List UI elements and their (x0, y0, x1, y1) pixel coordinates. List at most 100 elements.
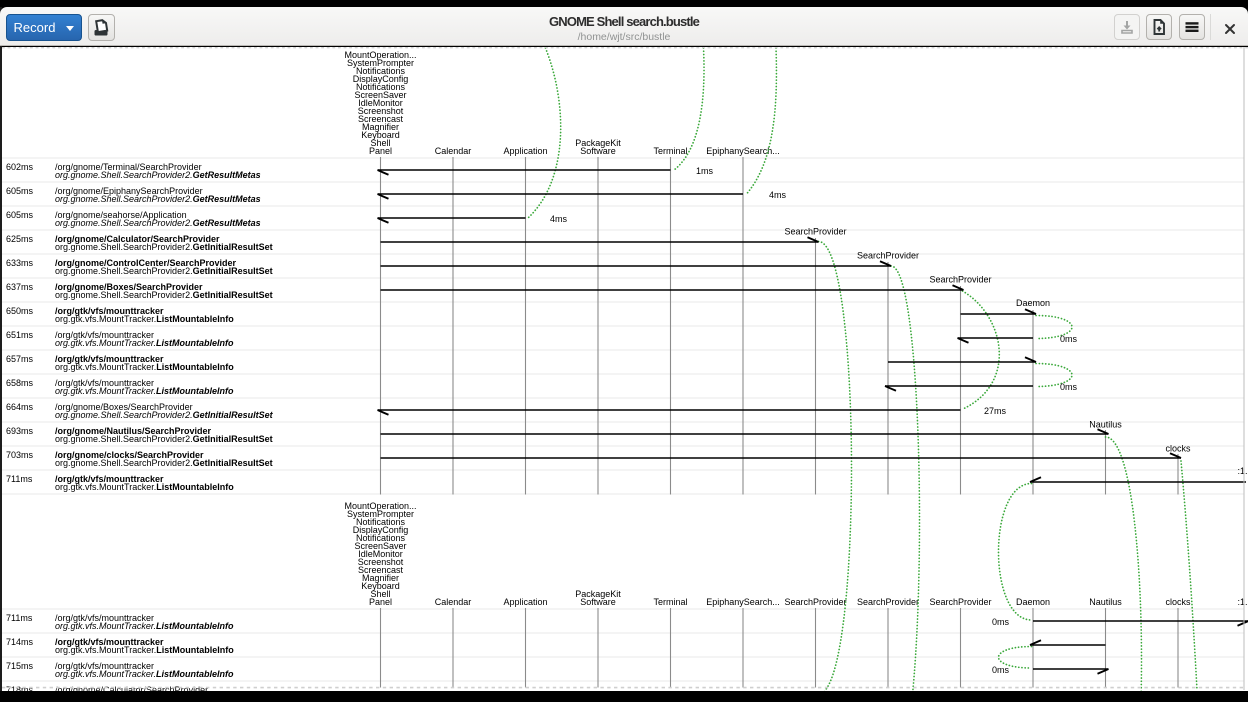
svg-text:650ms: 650ms (6, 306, 34, 316)
svg-text:Keyboard: Keyboard (361, 130, 400, 140)
svg-text:605ms: 605ms (6, 210, 34, 220)
svg-text:651ms: 651ms (6, 330, 34, 340)
svg-text:DisplayConfig: DisplayConfig (353, 525, 409, 535)
svg-text:4ms: 4ms (769, 190, 787, 200)
svg-text:SearchProvider: SearchProvider (857, 251, 919, 261)
svg-text:637ms: 637ms (6, 282, 34, 292)
svg-text:/org/gnome/EpiphanySearchProvi: /org/gnome/EpiphanySearchProvider (55, 186, 203, 196)
svg-text:/org/gtk/vfs/mounttracker: /org/gtk/vfs/mounttracker (55, 474, 164, 484)
svg-text:/org/gnome/Terminal/SearchProv: /org/gnome/Terminal/SearchProvider (55, 162, 202, 172)
svg-text:718ms: 718ms (6, 685, 34, 695)
svg-text:Notifications: Notifications (356, 533, 406, 543)
svg-text:703ms: 703ms (6, 450, 34, 460)
svg-text:EpiphanySearch...: EpiphanySearch... (706, 146, 780, 156)
svg-text:Screenshot: Screenshot (358, 106, 404, 116)
svg-text:Notifications: Notifications (356, 517, 406, 527)
svg-text:/org/gtk/vfs/mounttracker: /org/gtk/vfs/mounttracker (55, 661, 154, 671)
svg-text:IdleMonitor: IdleMonitor (358, 98, 403, 108)
svg-text:711ms: 711ms (6, 613, 33, 623)
svg-text:SearchProvider: SearchProvider (784, 597, 846, 607)
svg-text:Notifications: Notifications (356, 82, 406, 92)
svg-text:/org/gnome/clocks/SearchProvid: /org/gnome/clocks/SearchProvider (55, 450, 204, 460)
svg-text:org.gnome.Shell.SearchProvider: org.gnome.Shell.SearchProvider2.GetIniti… (55, 290, 273, 300)
svg-text:/org/gnome/Boxes/SearchProvide: /org/gnome/Boxes/SearchProvider (55, 282, 203, 292)
svg-text:org.gnome.Shell.SearchProvider: org.gnome.Shell.SearchProvider2.GetIniti… (55, 410, 274, 420)
svg-text:SearchProvider: SearchProvider (929, 597, 991, 607)
svg-text:Shell: Shell (370, 589, 390, 599)
svg-text:/org/gtk/vfs/mounttracker: /org/gtk/vfs/mounttracker (55, 378, 154, 388)
svg-text:711ms: 711ms (6, 474, 33, 484)
svg-text:/org/gtk/vfs/mounttracker: /org/gtk/vfs/mounttracker (55, 306, 164, 316)
svg-text:Screenshot: Screenshot (358, 557, 404, 567)
svg-text:664ms: 664ms (6, 402, 34, 412)
svg-text:SearchProvider: SearchProvider (929, 275, 991, 285)
svg-text:/org/gnome/Calculator/SearchPr: /org/gnome/Calculator/SearchProvider (55, 685, 208, 695)
svg-text:clocks: clocks (1165, 444, 1191, 454)
svg-text:/org/gnome/Nautilus/SearchProv: /org/gnome/Nautilus/SearchProvider (55, 426, 212, 436)
svg-text::1.: :1. (1237, 597, 1247, 607)
svg-text:Panel: Panel (369, 597, 392, 607)
svg-text:org.gnome.Shell.SearchProvider: org.gnome.Shell.SearchProvider2.GetIniti… (55, 266, 273, 276)
svg-text:Daemon: Daemon (1016, 298, 1050, 308)
svg-text:625ms: 625ms (6, 234, 34, 244)
svg-text:org.gnome.Shell.SearchProvider: org.gnome.Shell.SearchProvider2.GetResul… (55, 170, 261, 180)
svg-text:Panel: Panel (369, 146, 392, 156)
svg-text:/org/gtk/vfs/mounttracker: /org/gtk/vfs/mounttracker (55, 637, 164, 647)
svg-text:/org/gnome/ControlCenter/Searc: /org/gnome/ControlCenter/SearchProvider (55, 258, 237, 268)
svg-text:0ms: 0ms (1060, 334, 1078, 344)
svg-text:0ms: 0ms (992, 665, 1010, 675)
svg-text:org.gnome.Shell.SearchProvider: org.gnome.Shell.SearchProvider2.GetIniti… (55, 458, 273, 468)
svg-text:SearchProvider: SearchProvider (857, 597, 919, 607)
svg-text:Notifications: Notifications (356, 66, 406, 76)
svg-text:4ms: 4ms (550, 214, 568, 224)
svg-text:Shell: Shell (370, 138, 390, 148)
svg-text:org.gtk.vfs.MountTracker.ListM: org.gtk.vfs.MountTracker.ListMountableIn… (55, 362, 234, 372)
svg-text:693ms: 693ms (6, 426, 34, 436)
svg-text:org.gtk.vfs.MountTracker.ListM: org.gtk.vfs.MountTracker.ListMountableIn… (55, 386, 234, 396)
svg-text:633ms: 633ms (6, 258, 34, 268)
svg-text:Nautilus: Nautilus (1089, 597, 1122, 607)
svg-text:Calendar: Calendar (435, 146, 472, 156)
svg-text:/org/gnome/Boxes/SearchProvide: /org/gnome/Boxes/SearchProvider (55, 402, 193, 412)
svg-text:org.gtk.vfs.MountTracker.ListM: org.gtk.vfs.MountTracker.ListMountableIn… (55, 314, 234, 324)
svg-text:org.gnome.Shell.SearchProvider: org.gnome.Shell.SearchProvider2.GetIniti… (55, 434, 273, 444)
svg-text:/org/gtk/vfs/mounttracker: /org/gtk/vfs/mounttracker (55, 354, 164, 364)
svg-text:Terminal: Terminal (653, 146, 687, 156)
svg-text:org.gnome.Shell.SearchProvider: org.gnome.Shell.SearchProvider2.GetResul… (55, 194, 261, 204)
svg-text:SystemPrompter: SystemPrompter (347, 58, 414, 68)
svg-text:/org/gnome/Calculator/SearchPr: /org/gnome/Calculator/SearchProvider (55, 234, 220, 244)
svg-text:org.gnome.Shell.SearchProvider: org.gnome.Shell.SearchProvider2.GetIniti… (55, 242, 273, 252)
svg-text:SystemPrompter: SystemPrompter (347, 509, 414, 519)
svg-text:clocks: clocks (1165, 597, 1191, 607)
svg-text:602ms: 602ms (6, 162, 34, 172)
svg-text:org.gtk.vfs.MountTracker.ListM: org.gtk.vfs.MountTracker.ListMountableIn… (55, 645, 234, 655)
svg-text:Screencast: Screencast (358, 114, 404, 124)
svg-text:org.gtk.vfs.MountTracker.ListM: org.gtk.vfs.MountTracker.ListMountableIn… (55, 338, 234, 348)
svg-text:MountOperation...: MountOperation... (344, 501, 416, 511)
svg-text:0ms: 0ms (1060, 382, 1078, 392)
svg-text:SearchProvider: SearchProvider (784, 227, 846, 237)
svg-text:DisplayConfig: DisplayConfig (353, 74, 409, 84)
svg-text:658ms: 658ms (6, 378, 34, 388)
svg-text:Software: Software (580, 146, 616, 156)
svg-text:605ms: 605ms (6, 186, 34, 196)
svg-text:27ms: 27ms (984, 406, 1007, 416)
svg-text:org.gtk.vfs.MountTracker.ListM: org.gtk.vfs.MountTracker.ListMountableIn… (55, 621, 234, 631)
svg-text:ScreenSaver: ScreenSaver (354, 541, 406, 551)
svg-text:Calendar: Calendar (435, 597, 472, 607)
svg-text:715ms: 715ms (6, 661, 34, 671)
svg-text:org.gtk.vfs.MountTracker.ListM: org.gtk.vfs.MountTracker.ListMountableIn… (55, 669, 234, 679)
svg-text::1.: :1. (1237, 466, 1247, 476)
svg-text:Application: Application (503, 146, 547, 156)
svg-text:PackageKit: PackageKit (575, 589, 621, 599)
svg-text:Nautilus: Nautilus (1089, 420, 1122, 430)
svg-text:Terminal: Terminal (653, 597, 687, 607)
svg-text:Magnifier: Magnifier (362, 122, 399, 132)
svg-text:Daemon: Daemon (1016, 597, 1050, 607)
svg-text:/org/gtk/vfs/mounttracker: /org/gtk/vfs/mounttracker (55, 330, 154, 340)
svg-text:IdleMonitor: IdleMonitor (358, 549, 403, 559)
svg-text:EpiphanySearch...: EpiphanySearch... (706, 597, 780, 607)
svg-text:Software: Software (580, 597, 616, 607)
svg-text:org.gtk.vfs.MountTracker.ListM: org.gtk.vfs.MountTracker.ListMountableIn… (55, 482, 234, 492)
svg-text:Screencast: Screencast (358, 565, 404, 575)
